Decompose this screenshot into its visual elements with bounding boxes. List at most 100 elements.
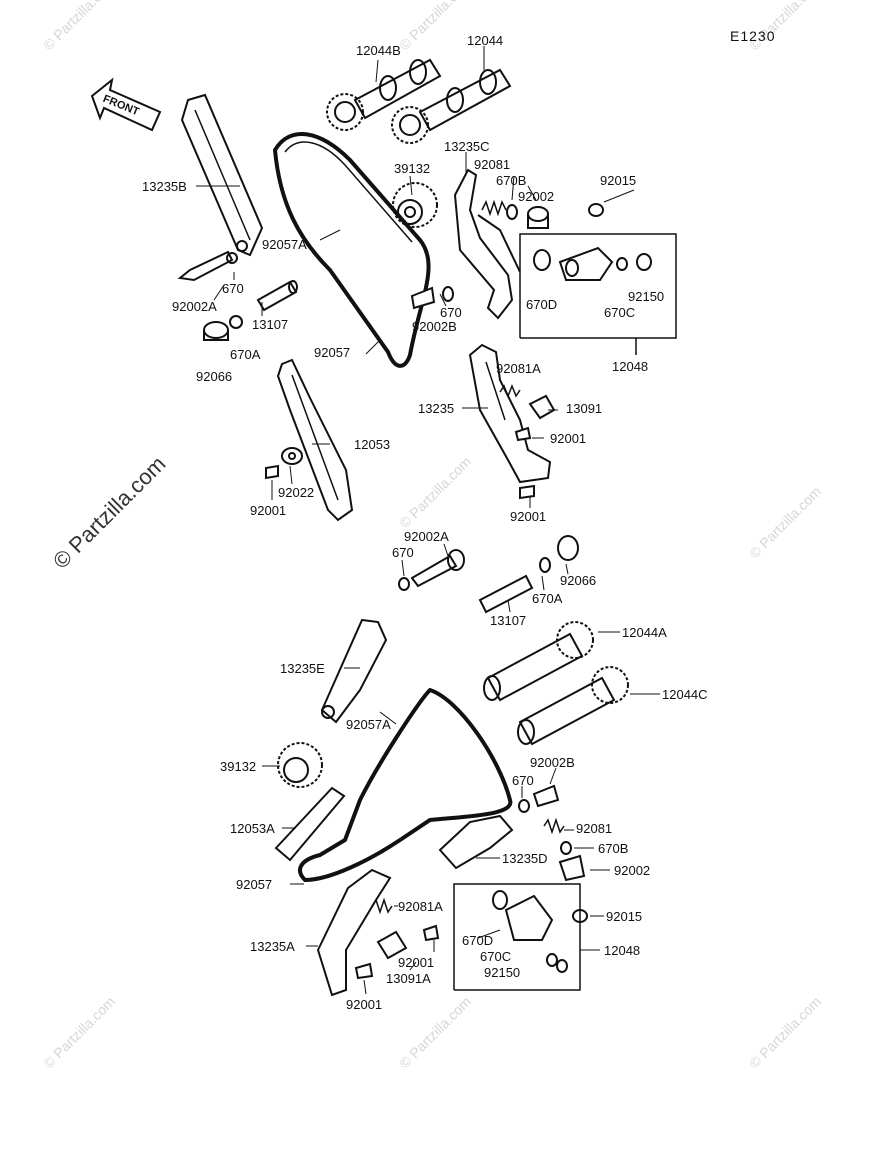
part-label: 670 [392,545,414,560]
spring-92081-bot-icon [543,817,565,835]
part-label: 12048 [604,943,641,958]
guide-13235-icon [468,343,552,484]
guide-13235d-icon [438,814,514,870]
part-label: 13235 [418,401,455,416]
front-arrow-icon [90,77,162,132]
bolt-92015-bot-icon [572,909,588,923]
cap-92002-top-icon [527,206,549,229]
part-label: 12044B [356,43,401,58]
o-ring-670d-bot-icon [492,890,508,910]
part-label: 92022 [278,485,315,500]
part-label: 13235E [280,661,325,676]
guide-12053a-icon [274,786,346,862]
sprocket-39132-top-icon [392,182,438,228]
part-label: 92002 [614,863,651,878]
part-label: 92057 [236,877,273,892]
part-label: 92002B [530,755,575,770]
part-label: 39132 [394,161,431,176]
bolt-92015-top-icon [588,203,604,217]
leader-lines [196,46,660,995]
bolt-92002b-bot-icon [532,784,560,808]
part-label: 670 [222,281,244,296]
washer-92022-icon [281,447,303,465]
part-label: 13091A [386,971,431,986]
plug-92066-top-icon [203,315,243,341]
part-label: 92001 [250,503,287,518]
o-ring-670b-bot-icon [560,841,572,855]
part-label: 92081 [576,821,613,836]
part-label: 12044A [622,625,667,640]
part-label: 92057 [314,345,351,360]
plug-92150-top-icon [636,253,652,271]
part-label: 670B [598,841,629,856]
part-label: 13235B [142,179,187,194]
part-label: 670A [230,347,261,362]
part-label: 92001 [550,431,587,446]
part-label: 670D [462,933,494,948]
spring-92081a-bot-icon [371,897,393,915]
part-label: 92015 [606,909,643,924]
plug-92150-bot-icon [556,959,568,973]
camshaft-12044a-icon [483,621,594,702]
part-label: 13235C [444,139,490,154]
part-label: 39132 [220,759,257,774]
part-label: 92002 [518,189,555,204]
o-ring-670d-top-icon [533,249,551,271]
part-label: 92001 [510,509,547,524]
part-label: 92002A [172,299,217,314]
bolt-92001-a-icon [514,426,532,442]
o-ring-670a-bot-icon [539,557,551,573]
part-label: 92081A [496,361,541,376]
bolt-92002a-bot-icon [410,549,465,588]
part-label: 92150 [628,289,665,304]
part-label: 92081A [398,899,443,914]
part-label: 13107 [490,613,527,628]
part-label: 13091 [566,401,603,416]
bracket-13091-icon [528,394,556,420]
part-label: 92002B [412,319,457,334]
shaft-13107-bot-icon [478,574,534,614]
part-label: 670C [604,305,636,320]
guide-13235c-icon [453,168,521,320]
bracket-12048-bot-icon [453,883,581,991]
part-label: 13235A [250,939,295,954]
part-label: 13107 [252,317,289,332]
bolt-92001-c-icon [265,464,279,480]
o-ring-670b-top-icon [506,204,518,220]
o-ring-670c-top-icon [616,257,628,271]
bracket-13091a-icon [376,930,408,960]
bolt-92002a-top-icon [177,250,238,282]
guide-12053-icon [276,358,354,522]
timing-chain-bottom-icon [298,687,513,883]
part-label: 12053 [354,437,391,452]
part-label: 92066 [560,573,597,588]
part-label: 670D [526,297,558,312]
part-label: 92001 [346,997,383,1012]
part-label: 92002A [404,529,449,544]
part-label: 670A [532,591,563,606]
part-label: 92015 [600,173,637,188]
part-label: 12044 [467,33,504,48]
bolt-92002b-top-icon [410,286,454,310]
camshaft-12044c-icon [517,666,629,746]
o-ring-670-bot-icon [398,577,410,591]
o-ring-670c-bot-icon [546,953,558,967]
part-label: 92066 [196,369,233,384]
bracket-12048-top-icon [519,233,677,339]
tensioner-12048-bot-icon [504,894,554,941]
guide-13235a-icon [316,868,392,997]
part-label: 12053A [230,821,275,836]
diagram-code: E1230 [730,28,776,44]
bolt-92001-e-icon [422,924,440,942]
part-label: 92001 [398,955,435,970]
camshaft-12044b-icon [326,58,442,131]
part-label: 12048 [612,359,649,374]
guide-13235e-icon [320,618,388,724]
tensioner-12048-top-icon [558,246,614,281]
sprocket-39132-bot-icon [277,742,323,788]
part-label: 92081 [474,157,511,172]
bolt-92001-d-icon [354,962,374,980]
part-label: 12044C [662,687,708,702]
shaft-13107-top-icon [256,280,298,312]
